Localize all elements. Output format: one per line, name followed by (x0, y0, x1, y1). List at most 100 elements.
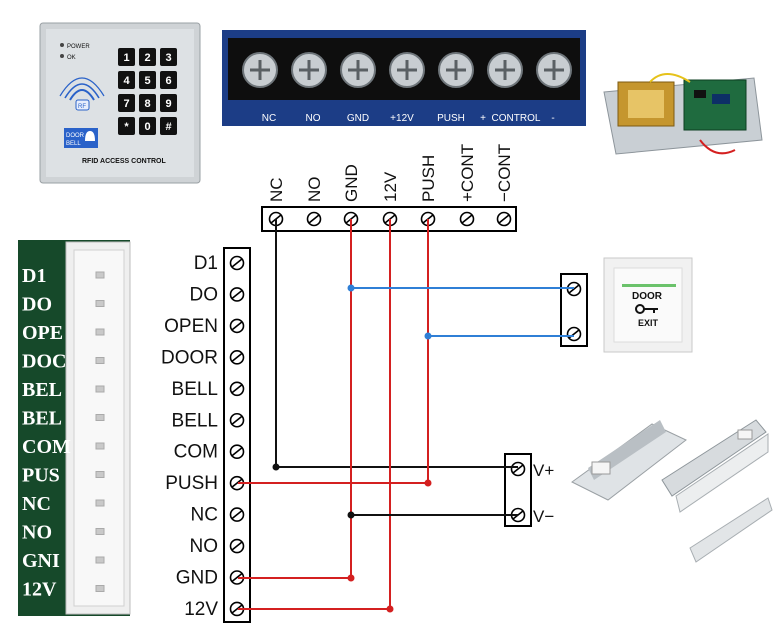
keypad-key: * (118, 117, 135, 135)
keypad-key: 2 (139, 48, 156, 66)
keypad-key-label: 0 (144, 121, 150, 133)
photo-screw (291, 52, 327, 88)
controller-terminal-label: D1 (194, 253, 218, 274)
keypad-key: 5 (139, 71, 156, 89)
photo-screw (438, 52, 474, 88)
pcb-pin (95, 357, 105, 364)
controller-terminal-screw (229, 287, 245, 302)
controller-terminal-label: 12V (184, 599, 218, 620)
power-board (683, 79, 747, 131)
power-supply-photo (603, 73, 763, 155)
controller-terminal-screw (229, 381, 245, 397)
power-terminal-label: +CONT (458, 144, 477, 202)
keypad-key-label: 4 (123, 75, 130, 87)
pcb-silkscreen-label: BEL (22, 379, 62, 401)
pcb-pin (95, 528, 105, 535)
pcb-pin (95, 556, 105, 564)
controller-terminal-screw (229, 412, 245, 428)
exit-exit-text: EXIT (638, 318, 659, 328)
photo-terminal-label: NC (262, 113, 276, 124)
wire-nc-to-lock-plus (275, 219, 518, 468)
exit-button-terminal (560, 273, 588, 347)
controller-terminal-label: DOOR (161, 347, 218, 368)
pcb-silkscreen-label: 12V (22, 579, 57, 601)
electric-lock-photo (571, 420, 687, 501)
controller-terminal-label: BELL (172, 410, 218, 431)
controller-terminal-screw (229, 350, 245, 365)
keypad-key: 1 (118, 48, 135, 66)
photo-terminal-label: GND (347, 113, 369, 124)
lock-screw-plus (510, 461, 526, 477)
photo-screw (389, 52, 425, 88)
pcb-silkscreen-label: D1 (22, 265, 46, 287)
wires (238, 219, 574, 610)
controller-terminal-screw (229, 538, 245, 554)
pcb-silkscreen-label: DOC (22, 351, 66, 373)
power-terminal-label: GND (342, 164, 361, 202)
keypad-key: 9 (160, 94, 177, 112)
controller-terminal-label: NO (190, 536, 219, 557)
power-terminal-label: −CONT (495, 144, 514, 202)
keypad-key: 0 (139, 117, 156, 135)
controller-terminal-label: COM (174, 442, 218, 463)
photo-screw-row (242, 52, 572, 88)
pcb-silkscreen-label: PUS (22, 465, 60, 487)
lock-v-minus-label: V− (533, 507, 554, 526)
keypad-key-label: 8 (144, 98, 150, 110)
pcb-pin (95, 442, 105, 450)
photo-screw (487, 52, 523, 88)
photo-terminal-label: + (480, 113, 486, 124)
key-icon (635, 304, 658, 314)
pcb-silkscreen-label: GNI (22, 550, 60, 572)
power-terminal-label: NC (267, 177, 286, 202)
pcb-pin (95, 300, 105, 307)
pcb-silkscreen-label: COM (22, 436, 71, 458)
pcb-pin (95, 471, 105, 478)
power-terminal-label: 12V (381, 171, 400, 202)
bell-icon (85, 131, 95, 141)
keypad-key-label: 1 (123, 52, 129, 64)
keypad-key: 8 (139, 94, 156, 112)
controller-terminal-label: DO (190, 284, 219, 305)
ok-label: OK (67, 55, 76, 61)
keypad-key-label: * (124, 121, 129, 133)
keypad-key-label: 2 (144, 52, 150, 64)
pcb-pin (95, 414, 105, 421)
keypad-key-label: 7 (123, 98, 129, 110)
photo-screw (340, 52, 376, 88)
keypad-key-label: 6 (165, 75, 171, 87)
controller-terminal-label: BELL (172, 379, 218, 400)
keypad-key: # (160, 117, 177, 135)
power-label: POWER (67, 44, 90, 50)
pcb-silkscreen-label: NC (22, 493, 51, 515)
photo-terminal-label: NO (306, 113, 321, 124)
controller-terminal-screw (229, 255, 245, 271)
pcb-pin (95, 271, 105, 279)
pcb-pin (95, 328, 105, 336)
pcb-silkscreen-label: DO (22, 294, 52, 316)
photo-terminal-label: - (551, 113, 554, 124)
lock-v-plus-label: V+ (533, 461, 554, 480)
pcb-pin (95, 585, 105, 592)
rfid-icon: RF (59, 77, 105, 111)
pcb-silkscreen-label: NO (22, 522, 52, 544)
exit-button-photo: DOOR EXIT (603, 257, 693, 353)
wire-push-to-controller-push (238, 219, 429, 484)
ok-led (60, 54, 64, 58)
keypad-key: 6 (160, 71, 177, 89)
keypad-key: 7 (118, 94, 135, 112)
junction-dots (272, 284, 432, 613)
photo-terminal-label: +12V (390, 113, 414, 124)
controller-terminal-screw (229, 444, 245, 460)
keypad-key-label: 3 (165, 52, 171, 64)
keypad-key-label: # (165, 121, 171, 133)
pcb-silkscreen-label: BEL (22, 408, 62, 430)
door-bell-line1: DOOR (66, 133, 85, 139)
controller-terminal-label: OPEN (164, 316, 218, 337)
